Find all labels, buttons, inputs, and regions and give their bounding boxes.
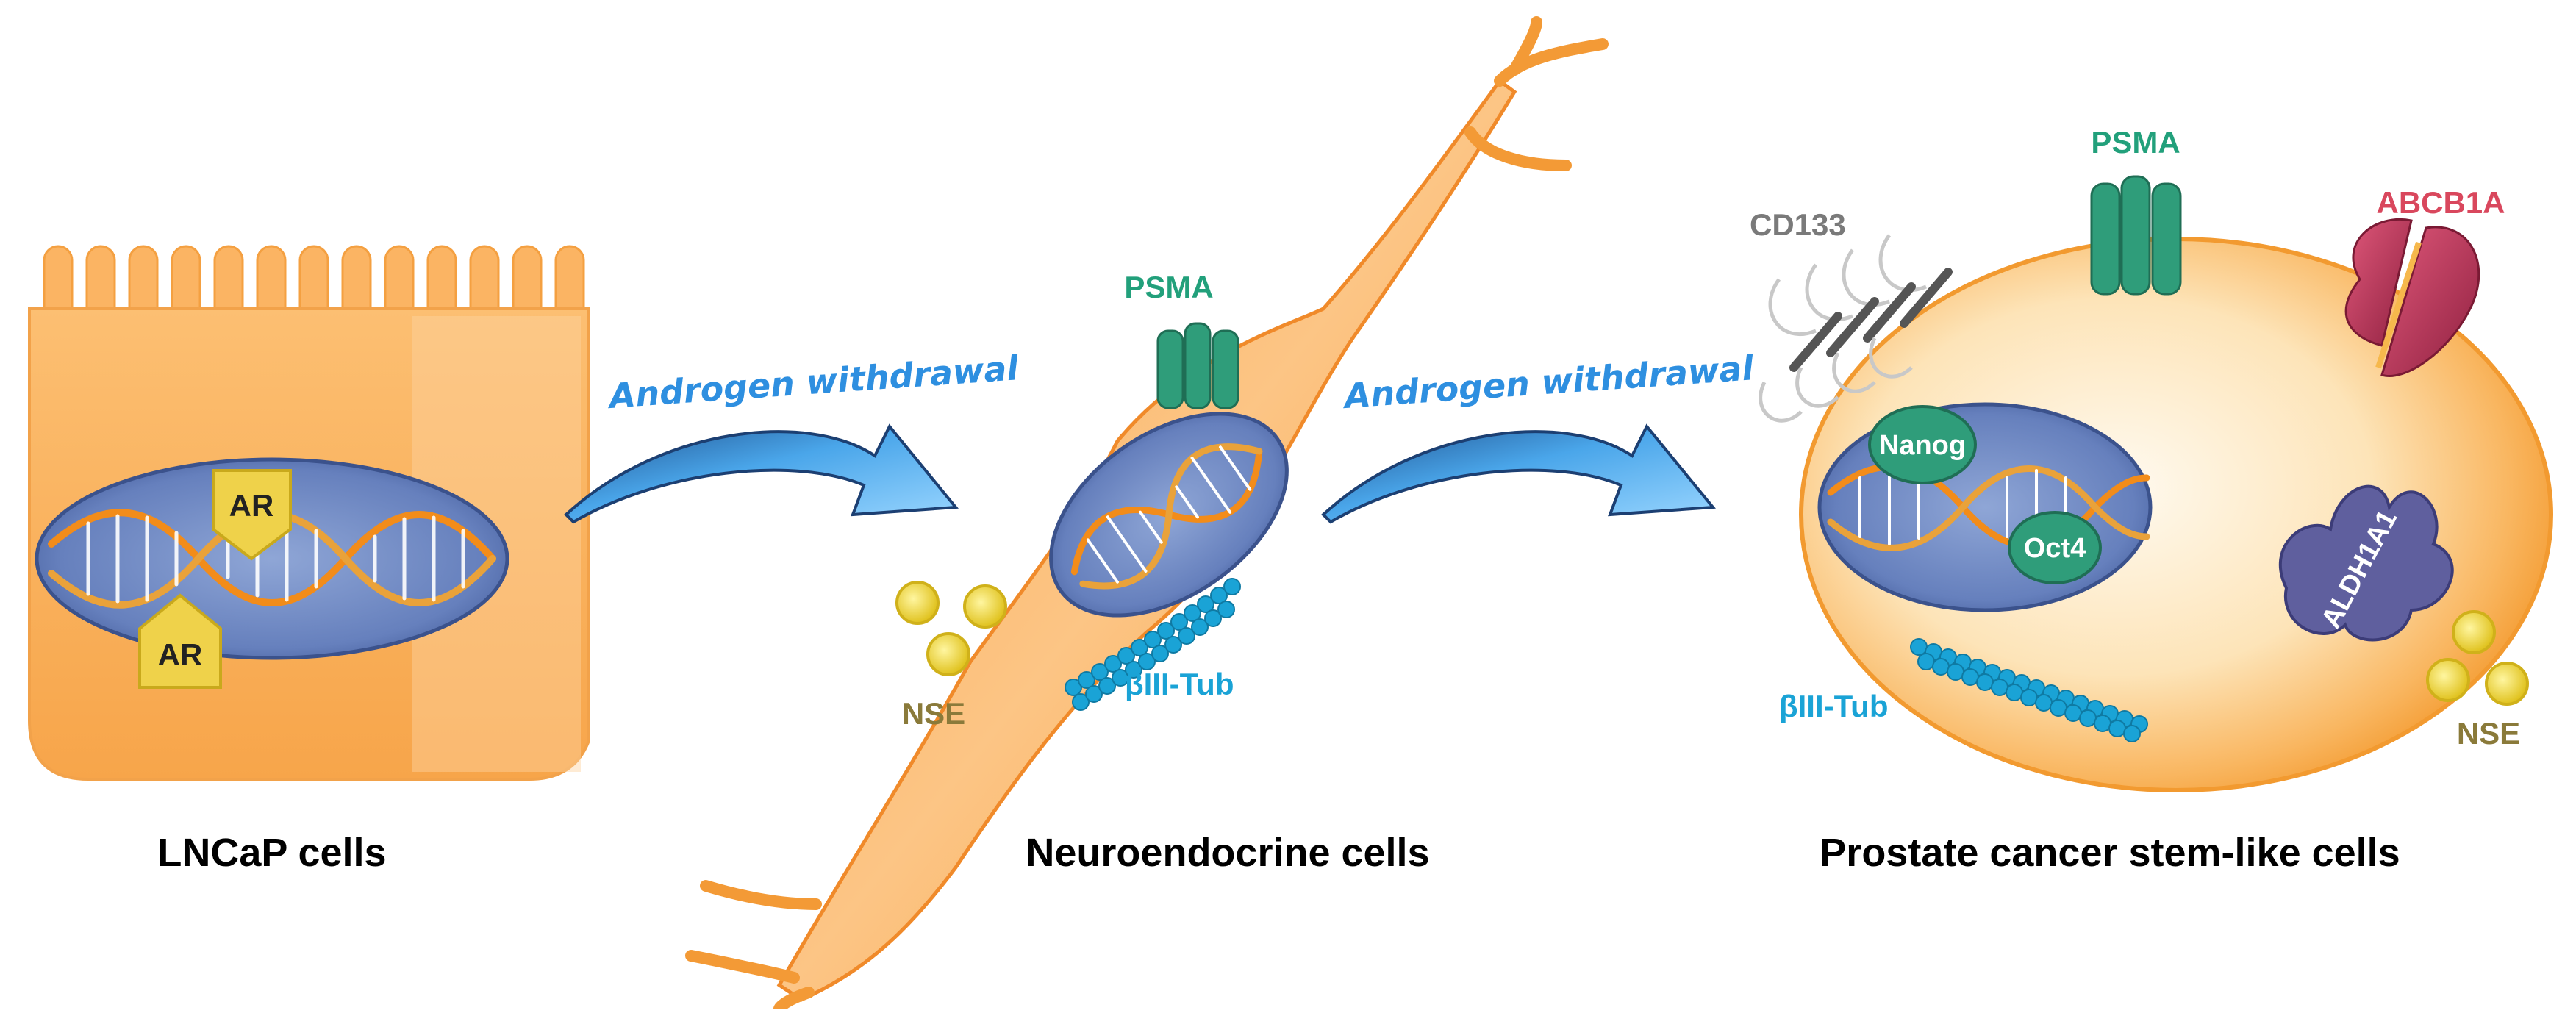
androgen-withdrawal-arrow-2: Androgen withdrawal xyxy=(1321,348,1756,524)
lncap-nucleus xyxy=(35,457,509,660)
arrow-1-label: Androgen withdrawal xyxy=(606,348,1020,416)
cd133-label: CD133 xyxy=(1750,207,1846,242)
nanog-factor: Nanog xyxy=(1868,405,1977,484)
oct4-label: Oct4 xyxy=(2024,533,2086,564)
stem-nucleus xyxy=(1817,402,2153,612)
nse-granules-neuro xyxy=(895,581,1007,676)
ar-label-bottom: AR xyxy=(158,637,203,672)
ar-receptor-top: AR xyxy=(212,469,292,561)
neuron-dendrites-bottom xyxy=(685,880,822,1013)
neuron-dendrites-top xyxy=(1464,16,1609,171)
androgen-withdrawal-arrow-1: Androgen withdrawal xyxy=(564,348,1020,524)
nse-label-neuro: NSE xyxy=(902,696,965,731)
neuro-dna-icon xyxy=(1070,443,1263,590)
neuroendocrine-cell: PSMA βIII-Tub NSE xyxy=(685,16,1609,1013)
cd133-receptor xyxy=(1759,234,1953,423)
psma-receptor-neuro xyxy=(1156,322,1239,409)
stem-like-cell: Nanog Oct4 xyxy=(1750,125,2553,792)
ar-label-top: AR xyxy=(229,488,274,523)
ar-receptor-bottom: AR xyxy=(138,593,222,689)
psma-receptor-stem xyxy=(2090,175,2182,296)
abcb1a-label: ABCB1A xyxy=(2376,185,2505,220)
psma-label-stem: PSMA xyxy=(2091,125,2180,160)
psma-label-neuro: PSMA xyxy=(1124,270,1213,304)
tubulin-label-stem: βIII-Tub xyxy=(1779,689,1888,723)
nse-granules-stem xyxy=(2426,610,2529,706)
nse-label-stem: NSE xyxy=(2457,716,2520,751)
caption-stem-like: Prostate cancer stem-like cells xyxy=(1820,831,2400,875)
nanog-label: Nanog xyxy=(1879,430,1966,461)
tubulin-label-neuro: βIII-Tub xyxy=(1125,667,1234,701)
tubulin-chain-neuro xyxy=(1065,578,1241,711)
arrow-2-label: Androgen withdrawal xyxy=(1341,348,1756,416)
lncap-cell: AR AR xyxy=(28,245,590,781)
caption-lncap: LNCaP cells xyxy=(157,831,386,875)
oct4-factor: Oct4 xyxy=(2008,511,2102,584)
aldh1a1-protein: ALDH1A1 xyxy=(2278,484,2454,642)
caption-neuroendocrine: Neuroendocrine cells xyxy=(1026,831,1429,875)
abcb1a-transporter xyxy=(2344,218,2480,377)
tubulin-chain-stem xyxy=(1910,638,2148,742)
